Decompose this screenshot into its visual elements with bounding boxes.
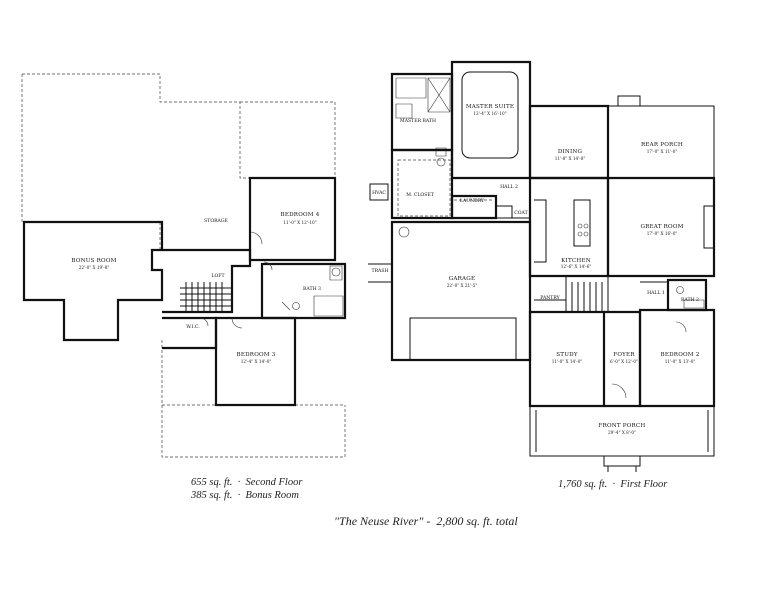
bedroom4-dim: 11'-0" X 12'-10": [283, 220, 316, 225]
bedroom4-label: BEDROOM 4: [281, 212, 320, 218]
hvac-label: HVAC: [372, 190, 386, 196]
second-floor-caption: 655 sq. ft. · Second Floor 385 sq. ft. ·…: [191, 477, 303, 501]
hall1-label: HALL 1: [647, 290, 665, 296]
master-suite-dim: 13'-4" X 16'-10": [473, 111, 506, 116]
plan-title: "The Neuse River" - 2,800 sq. ft. total: [334, 514, 518, 528]
plan-name: "The Neuse River": [334, 514, 424, 528]
great-room-dim: 17'-0" X 16'-0": [647, 231, 678, 236]
front-porch-label: FRONT PORCH: [598, 423, 645, 429]
m-closet-label: M. CLOSET: [406, 192, 434, 198]
study-label: STUDY: [556, 352, 578, 358]
garage-label: GARAGE: [449, 276, 476, 282]
garage-dim: 22'-0" X 21'-5": [447, 283, 478, 288]
bonus-room-dim: 22'-0" X 19'-8": [79, 265, 110, 270]
wic-label: W.I.C.: [186, 324, 200, 330]
rear-porch-label: REAR PORCH: [641, 142, 683, 148]
second-floor-label: Second Floor: [245, 477, 303, 488]
first-floor-area: 1,760 sq. ft.: [558, 479, 608, 490]
loft-label: LOFT: [211, 273, 225, 279]
foyer-dim: 6'-0" X 12'-0": [610, 359, 638, 364]
dining-label: DINING: [558, 149, 583, 155]
front-porch-dim: 29'-4" X 8'-0": [608, 430, 636, 435]
master-bath-label: MASTER BATH: [400, 118, 436, 124]
trash-label: TRASH: [372, 268, 389, 274]
hall2-label: HALL 2: [500, 184, 518, 190]
bonus-room-label: BONUS ROOM: [71, 258, 116, 264]
plan-total-area: 2,800 sq. ft. total: [436, 514, 518, 528]
dining-dim: 11'-8" X 14'-8": [555, 156, 586, 161]
first-floor-label: First Floor: [620, 479, 668, 490]
first-floor-caption: 1,760 sq. ft. · First Floor: [558, 479, 668, 490]
study-dim: 11'-0" X 14'-0": [552, 359, 583, 364]
bath3-label: BATH 3: [303, 286, 321, 292]
bonus-room-caption-label: Bonus Room: [245, 490, 299, 501]
laundry-label: LAUNDRY: [460, 198, 485, 204]
foyer-label: FOYER: [613, 352, 635, 358]
bedroom2-label: BEDROOM 2: [661, 352, 700, 358]
storage-label: STORAGE: [204, 218, 228, 224]
bedroom3-label: BEDROOM 3: [237, 352, 276, 358]
rear-porch-dim: 17'-0" X 11'-0": [647, 149, 678, 154]
second-floor-plan: BONUS ROOM 22'-0" X 19'-8" STORAGE BEDRO…: [21, 73, 347, 458]
bedroom2-dim: 11'-0" X 13'-0": [665, 359, 696, 364]
first-floor-plan: MASTER SUITE 13'-4" X 16'-10" MASTER BAT…: [368, 60, 716, 472]
bonus-room-area: 385 sq. ft.: [191, 490, 233, 501]
great-room-label: GREAT ROOM: [640, 224, 683, 230]
second-floor-area: 655 sq. ft.: [191, 477, 233, 488]
pantry-label: PANTRY: [540, 295, 560, 301]
kitchen-dim: 12'-6" X 14'-6": [561, 264, 592, 269]
bath2-label: BATH 2: [681, 297, 699, 303]
kitchen-label: KITCHEN: [561, 258, 591, 264]
coat-label: COAT: [514, 210, 528, 216]
bedroom3-dim: 12'-4" X 14'-0": [241, 359, 272, 364]
master-suite-label: MASTER SUITE: [466, 104, 514, 110]
